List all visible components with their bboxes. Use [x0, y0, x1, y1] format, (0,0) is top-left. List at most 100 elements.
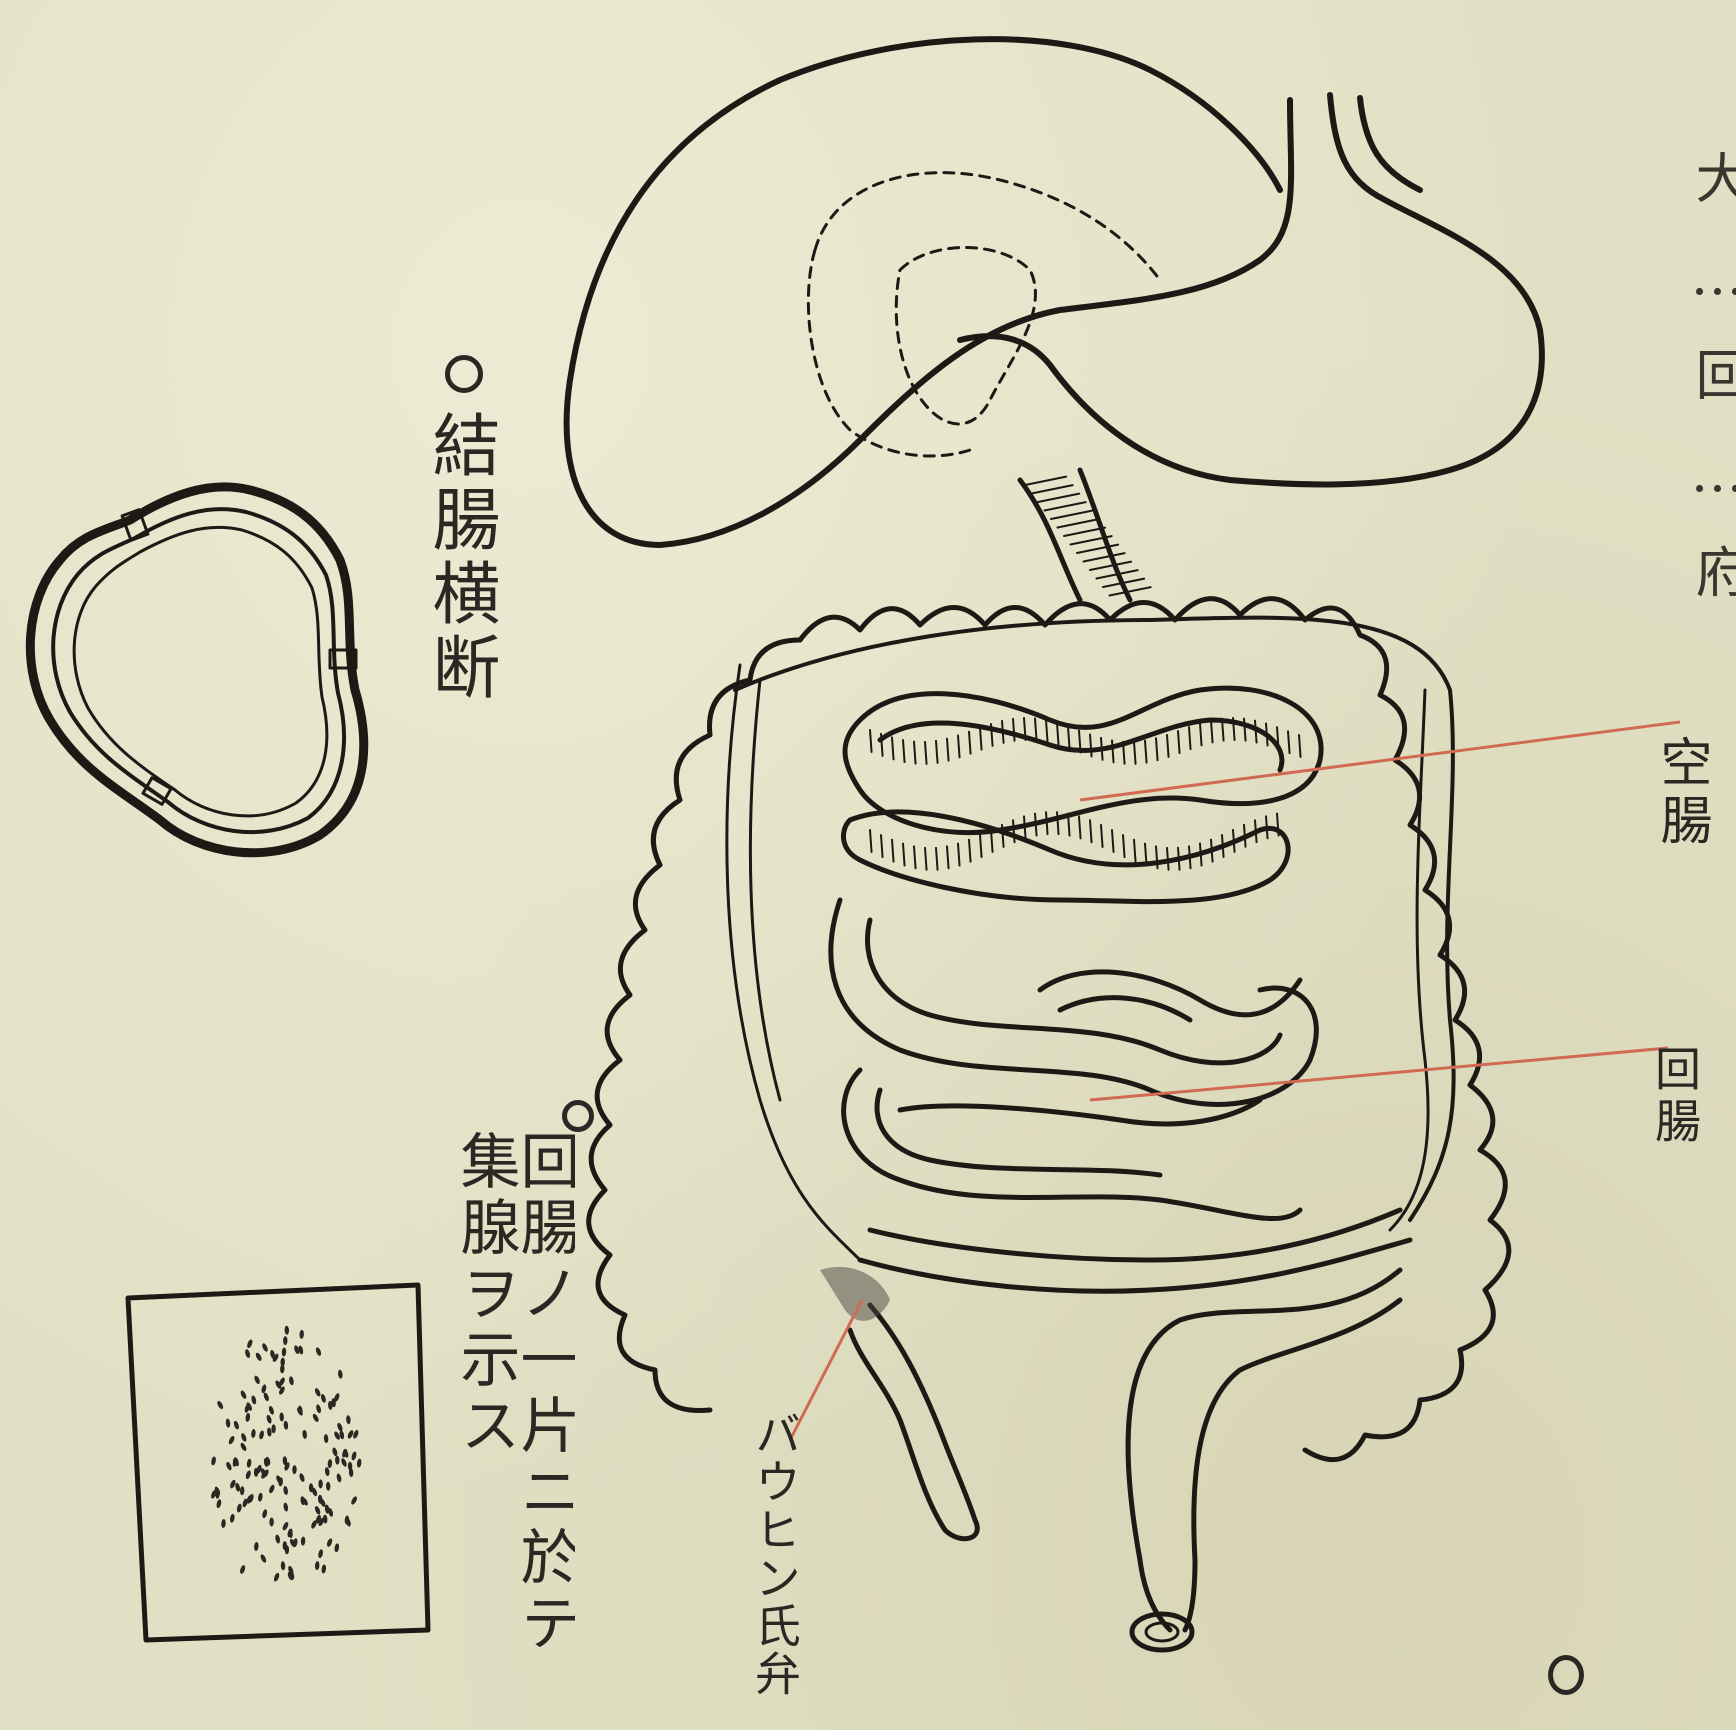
hatch-stroke	[1090, 562, 1131, 570]
hatch-stroke	[1035, 718, 1037, 740]
gland-dot	[246, 1339, 253, 1349]
gland-dot	[283, 1420, 288, 1429]
hatch-stroke	[1233, 830, 1235, 852]
hatch-stroke	[969, 732, 971, 754]
gland-dot	[211, 1456, 217, 1466]
gland-dot	[216, 1499, 222, 1509]
hatch-stroke	[1079, 816, 1081, 838]
gland-dot	[283, 1486, 289, 1496]
hatch-stroke	[925, 742, 927, 764]
hatch-stroke	[903, 740, 905, 762]
gland-dot	[315, 1404, 322, 1414]
gland-dot	[336, 1473, 342, 1483]
hatch-stroke	[1211, 840, 1213, 862]
gland-dot	[221, 1519, 226, 1528]
hatch-stroke	[1255, 820, 1257, 842]
hatch-stroke	[1266, 724, 1268, 746]
hatch-stroke	[870, 830, 872, 852]
gland-dot	[273, 1572, 280, 1582]
label-circle-marker-2	[562, 1100, 594, 1132]
hatch-stroke	[914, 742, 916, 764]
gland-dot	[312, 1413, 320, 1423]
gland-dot	[228, 1435, 236, 1445]
gland-dot	[233, 1420, 240, 1430]
gland-dot	[289, 1376, 295, 1386]
hatch-stroke	[1244, 825, 1246, 847]
hatch-stroke	[980, 835, 982, 857]
gland-dot	[244, 1349, 251, 1359]
gland-dot	[263, 1392, 270, 1402]
hatch-stroke	[1057, 723, 1059, 745]
large-intestine-drawing	[589, 599, 1509, 1650]
gland-dot	[275, 1534, 281, 1544]
gland-dot	[268, 1484, 276, 1494]
hatch-stroke	[1013, 719, 1015, 741]
hatch-stroke	[1123, 835, 1125, 857]
hatch-stroke	[1002, 721, 1004, 743]
hatch-stroke	[1068, 727, 1070, 749]
hatch-stroke	[1178, 848, 1180, 870]
gland-dot	[350, 1495, 358, 1505]
gland-dot	[318, 1479, 322, 1488]
gland-dot	[284, 1326, 289, 1335]
gland-dot	[216, 1400, 224, 1410]
gland-dot	[315, 1561, 320, 1570]
hatch-stroke	[936, 848, 938, 870]
gland-dot	[239, 1390, 247, 1400]
hatch-stroke	[1110, 587, 1151, 595]
gland-dot	[334, 1543, 340, 1553]
gland-dot	[352, 1429, 359, 1439]
hatch-stroke	[1101, 738, 1103, 760]
hatch-stroke	[1032, 485, 1073, 493]
hatch-stroke	[1299, 735, 1301, 757]
gland-dot	[269, 1517, 274, 1526]
gland-dot	[251, 1395, 257, 1405]
ileum-patch-label-text: 回腸ノ一片ニ於テ集腺ヲ示ス	[455, 1130, 575, 1658]
gland-dot	[320, 1393, 327, 1403]
hatch-stroke	[1090, 734, 1092, 756]
gland-dot	[340, 1457, 348, 1467]
gland-dot	[347, 1429, 355, 1439]
gland-dot	[266, 1414, 273, 1424]
gland-dot	[314, 1387, 322, 1397]
gland-dot	[318, 1549, 324, 1559]
gland-dot	[351, 1451, 358, 1461]
hatch-stroke	[892, 840, 894, 862]
gland-dot	[299, 1330, 304, 1339]
gland-dot	[327, 1459, 332, 1468]
gland-dot	[332, 1447, 339, 1457]
hatch-stroke	[1038, 494, 1079, 502]
gland-dot	[236, 1503, 242, 1513]
hatch-stroke	[914, 846, 916, 868]
margin-right-text: 大…回…府	[1690, 150, 1736, 638]
hatch-stroke	[870, 730, 872, 752]
gland-dot	[253, 1375, 261, 1385]
gland-dot	[301, 1536, 306, 1545]
gland-dot	[281, 1521, 289, 1531]
hatch-stroke	[980, 728, 982, 750]
hatch-stroke	[1112, 830, 1114, 852]
gland-dot	[283, 1336, 287, 1345]
hatch-stroke	[1134, 742, 1136, 764]
gland-dot	[225, 1461, 233, 1471]
label-circle-marker-3	[1548, 1655, 1584, 1695]
hatch-stroke	[1244, 719, 1246, 741]
gland-dot	[326, 1538, 333, 1548]
hatch-stroke	[1024, 816, 1026, 838]
gland-dot	[261, 1384, 267, 1394]
hatch-stroke	[1025, 477, 1066, 485]
ileum-label: 回腸	[1652, 1045, 1698, 1149]
hatch-stroke	[969, 840, 971, 862]
hatch-stroke	[1167, 735, 1169, 757]
hatch-stroke	[1112, 740, 1114, 762]
gland-dot	[292, 1465, 297, 1474]
hatch-stroke	[1156, 738, 1158, 760]
hatch-stroke	[1046, 720, 1048, 742]
hatch-stroke	[1189, 846, 1191, 868]
gland-dot	[259, 1553, 267, 1563]
gland-dot	[346, 1415, 351, 1424]
gland-dot	[245, 1470, 252, 1480]
gland-dot	[240, 1432, 247, 1442]
gland-dot	[324, 1434, 329, 1443]
hatch-stroke	[1058, 519, 1099, 527]
